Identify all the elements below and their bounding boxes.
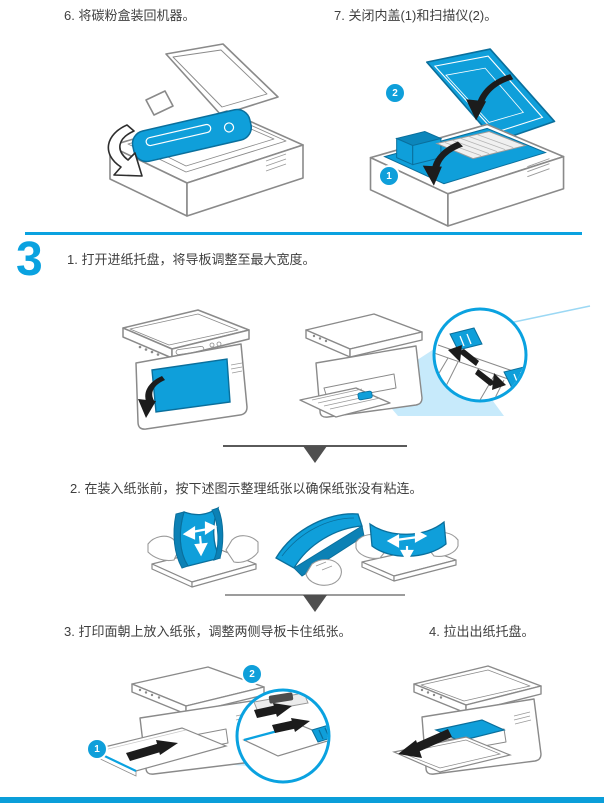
vent-lines — [527, 158, 550, 178]
step6-caption: 6. 将碳粉盒装回机器。 — [64, 8, 196, 23]
paper-width-guide — [311, 723, 328, 743]
guide-nub — [357, 390, 373, 401]
fan-arrows-icon — [182, 521, 218, 557]
fan-paper-illustration-2 — [268, 506, 368, 591]
curved-arrow-icon — [431, 141, 464, 174]
fanned-paper — [275, 513, 363, 569]
hand — [305, 558, 342, 586]
toner-cartridge — [131, 108, 252, 163]
toner-install-illustration — [70, 40, 310, 225]
flexed-paper — [173, 506, 224, 569]
fan-paper-illustration-3 — [352, 504, 462, 594]
zoom-callout-content — [435, 327, 525, 400]
zoom-callout-circle — [432, 307, 528, 403]
printer-body — [299, 313, 423, 418]
step7-caption: 7. 关闭内盖(1)和扫描仪(2)。 — [334, 8, 498, 23]
close-covers-illustration — [336, 42, 588, 228]
section-divider — [25, 232, 582, 235]
badge-adjust-guides: 2 — [241, 663, 263, 685]
step2-caption: 2. 在装入纸张前，按下述图示整理纸张以确保纸张没有粘连。 — [70, 481, 423, 496]
step4-caption: 4. 拉出出纸托盘。 — [429, 624, 535, 639]
step3-caption: 3. 打印面朝上放入纸张，调整两侧导板卡住纸张。 — [64, 624, 352, 639]
flow-triangle-icon — [303, 595, 327, 612]
curved-arrow-icon — [107, 124, 143, 177]
fan-arrows-icon — [386, 529, 428, 563]
extended-tray — [392, 736, 512, 773]
control-panel-dots — [138, 688, 161, 699]
insert-arrow-icon — [126, 740, 178, 761]
zoom-callout-content — [242, 692, 328, 757]
scanner-lid — [426, 48, 556, 143]
badge-inner-cover: 1 — [378, 165, 400, 187]
badge-load-paper: 1 — [86, 738, 108, 760]
output-tray — [434, 719, 506, 742]
open-tray-door — [151, 358, 231, 413]
step1-caption: 1. 打开进纸托盘，将导板调整至最大宽度。 — [67, 252, 316, 267]
control-panel-dots — [420, 688, 443, 699]
open-tray-illustration — [110, 303, 260, 438]
section-number: 3 — [16, 233, 43, 286]
panel-buttons — [175, 341, 222, 356]
control-panel-dots — [312, 334, 328, 343]
badge-scanner: 2 — [384, 82, 406, 104]
vent-lines — [513, 711, 532, 725]
flow-triangle-icon — [303, 446, 327, 463]
close-arrows — [422, 74, 514, 186]
curved-arrow-icon — [138, 376, 165, 418]
pinch-arrows — [254, 703, 310, 733]
curved-arrow-icon — [476, 74, 514, 108]
page-footer-rule — [0, 797, 604, 803]
vent-lines — [265, 153, 287, 172]
fan-paper-illustration-1 — [146, 502, 261, 597]
control-panel-dots — [138, 345, 160, 356]
output-tray-illustration — [378, 648, 563, 798]
vent-lines — [230, 362, 243, 374]
load-paper-illustration — [76, 652, 346, 802]
pull-arrow-icon — [398, 729, 452, 758]
zoom-ray — [513, 305, 591, 323]
widen-arrows — [448, 345, 506, 390]
right-hand — [225, 535, 259, 563]
guide-width-illustration — [298, 300, 593, 445]
inner-cover — [395, 130, 443, 166]
